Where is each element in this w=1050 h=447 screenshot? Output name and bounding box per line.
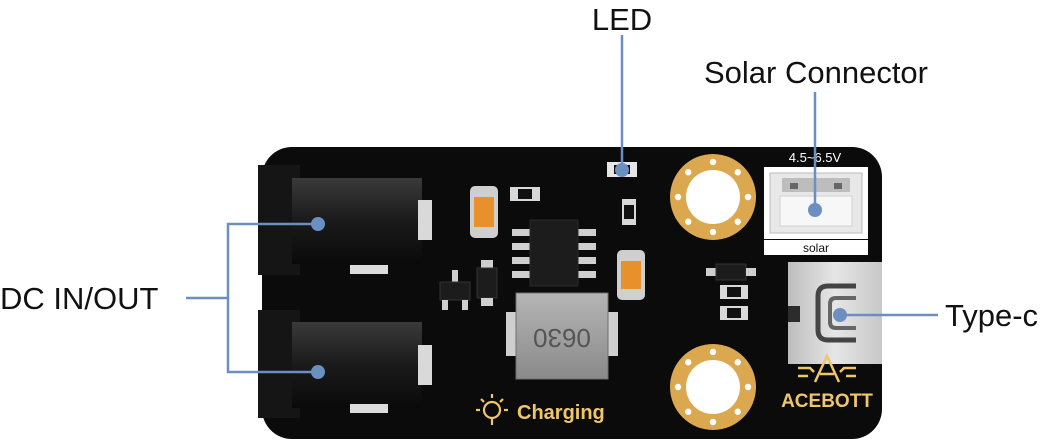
via-dot <box>734 218 741 225</box>
capacitor-left <box>470 186 498 238</box>
via-dot <box>674 193 682 201</box>
via-dot <box>685 359 692 366</box>
charging-silkscreen: Charging <box>517 402 605 424</box>
inductor-marking: 0630 <box>533 323 591 353</box>
diode-right <box>706 263 756 281</box>
ic-chip <box>512 219 596 287</box>
via-dot <box>734 408 741 415</box>
transistor <box>439 270 471 310</box>
brand-silkscreen: ACEBOTT <box>781 391 873 412</box>
via-dot <box>709 158 717 166</box>
via-dot <box>674 383 682 391</box>
smd-resistor-1 <box>510 187 540 201</box>
led-label: LED <box>592 2 652 37</box>
via-dot <box>685 169 692 176</box>
via-dot <box>685 408 692 415</box>
smd-resistor-3 <box>720 285 748 299</box>
dc-dot-top <box>311 217 325 231</box>
smd-resistor-4 <box>720 306 748 320</box>
via-dot <box>709 348 717 356</box>
via-dot <box>709 228 717 236</box>
via-dot <box>685 218 692 225</box>
smd-resistor-2 <box>622 199 636 225</box>
leader-lines <box>186 35 938 374</box>
led-dot <box>615 163 629 177</box>
type-c-label: Type-c <box>945 298 1038 333</box>
via-dot <box>709 418 717 426</box>
type-c-dot <box>833 308 847 322</box>
solar-label-box <box>764 240 868 255</box>
via-dot <box>734 169 741 176</box>
dc-in-out-label: DC IN/OUT <box>0 281 159 316</box>
via-dot <box>744 383 752 391</box>
capacitor-right <box>617 250 645 300</box>
charging-icon <box>476 394 508 425</box>
solar-connector-label: Solar Connector <box>704 55 928 90</box>
dc-leader <box>186 222 318 374</box>
dc-jack-top <box>258 165 432 275</box>
acebott-logo <box>798 353 856 383</box>
via-dot <box>734 359 741 366</box>
via-dot <box>744 193 752 201</box>
dc-dot-bottom <box>311 365 325 379</box>
solar-dot <box>808 203 822 217</box>
mounting-hole-bottom <box>670 344 756 430</box>
inductor: 0630 <box>506 292 618 380</box>
solar-silkscreen: solar <box>803 241 829 255</box>
mounting-hole-top <box>670 154 756 240</box>
dc-jack-bottom <box>258 310 432 418</box>
diode-left <box>476 260 498 306</box>
